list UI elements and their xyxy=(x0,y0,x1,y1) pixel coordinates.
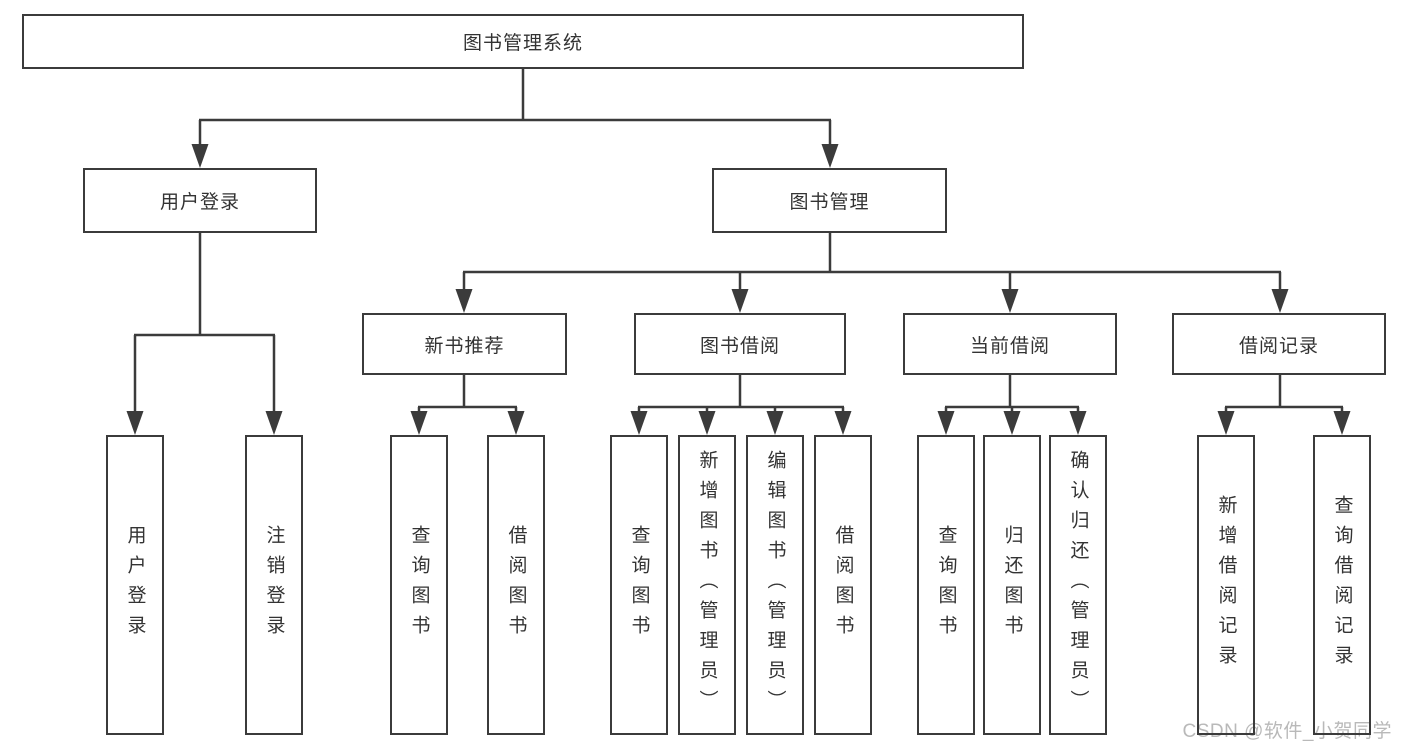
leaf-borrow-books-1: 借阅图书 xyxy=(487,435,545,735)
node-new-book-recommend: 新书推荐 xyxy=(362,313,567,375)
leaf-add-borrow-record: 新增借阅记录 xyxy=(1197,435,1255,735)
arrowheads xyxy=(126,144,1351,435)
leaf-label: 新增图书（管理员） xyxy=(696,450,718,720)
node-current-borrow: 当前借阅 xyxy=(903,313,1117,375)
leaf-label: 用户登录 xyxy=(124,525,146,645)
node-book-borrow: 图书借阅 xyxy=(634,313,846,375)
node-borrow-records: 借阅记录 xyxy=(1172,313,1386,375)
leaf-query-borrow-record: 查询借阅记录 xyxy=(1313,435,1371,735)
leaf-label: 查询图书 xyxy=(628,525,650,645)
leaf-label: 借阅图书 xyxy=(832,525,854,645)
leaf-label: 编辑图书（管理员） xyxy=(764,450,786,720)
leaf-borrow-books-2: 借阅图书 xyxy=(814,435,872,735)
leaf-label: 查询图书 xyxy=(408,525,430,645)
leaf-label: 注销登录 xyxy=(263,525,285,645)
leaf-label: 查询借阅记录 xyxy=(1331,495,1353,675)
leaf-label: 确认归还（管理员） xyxy=(1067,450,1089,720)
leaf-confirm-return-admin: 确认归还（管理员） xyxy=(1049,435,1107,735)
leaf-edit-books-admin: 编辑图书（管理员） xyxy=(746,435,804,735)
leaf-label: 归还图书 xyxy=(1001,525,1023,645)
node-library-management-system: 图书管理系统 xyxy=(22,14,1024,69)
csdn-watermark: CSDN @软件_小贺同学 xyxy=(1182,721,1392,742)
leaf-label: 新增借阅记录 xyxy=(1215,495,1237,675)
node-user-login: 用户登录 xyxy=(83,168,317,233)
leaf-label: 查询图书 xyxy=(935,525,957,645)
leaf-query-books-2: 查询图书 xyxy=(610,435,668,735)
leaf-logout: 注销登录 xyxy=(245,435,303,735)
leaf-label: 借阅图书 xyxy=(505,525,527,645)
leaf-add-books-admin: 新增图书（管理员） xyxy=(678,435,736,735)
leaf-query-books-3: 查询图书 xyxy=(917,435,975,735)
node-book-management: 图书管理 xyxy=(712,168,947,233)
leaf-query-books-1: 查询图书 xyxy=(390,435,448,735)
leaf-return-books: 归还图书 xyxy=(983,435,1041,735)
leaf-user-login: 用户登录 xyxy=(106,435,164,735)
